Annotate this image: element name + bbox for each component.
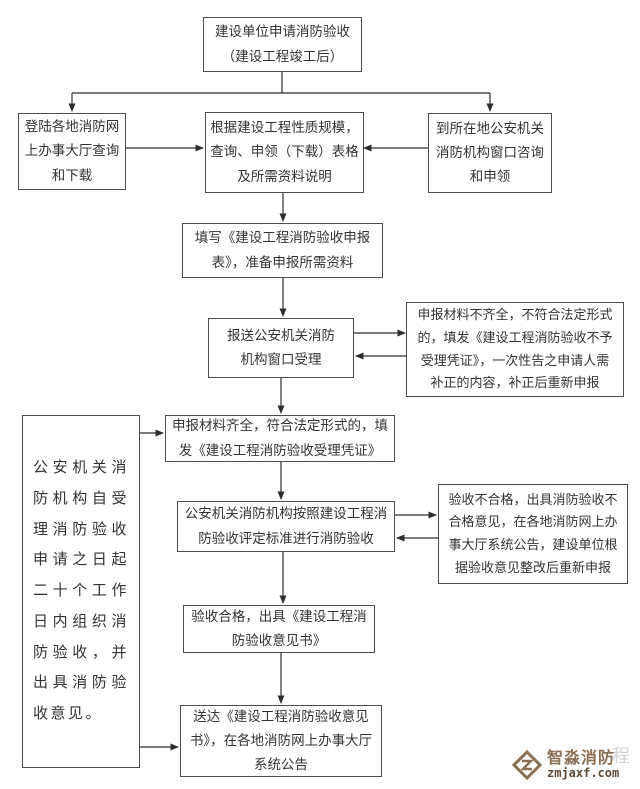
watermark: 智淼消防 zmjaxf.com <box>512 744 636 786</box>
node-deliver-opinion: 送达《建设工程消防验收意见 书》，在各地消防网上办事大厅 系统公告 <box>180 705 382 777</box>
node-fill-declaration-form: 填写《建设工程消防验收申报 表》，准备申报所需资料 <box>182 223 383 278</box>
node-get-forms-materials: 根据建设工程性质规模， 查询、申领（下载）表格 及所需资料说明 <box>205 112 364 193</box>
node-materials-complete: 申报材料齐全，符合法定形式的，填 发《建设工程消防验收受理凭证》 <box>165 415 395 462</box>
node-inspection-failed: 验收不合格，出具消防验收不 合格意见，在各地消防网上办 事大厅系统公告，建设单位… <box>438 484 628 584</box>
node-inspection-passed: 验收合格，出具《建设工程消 防验收意见书》 <box>183 605 375 653</box>
watermark-brand-text: 智淼消防 <box>547 749 616 767</box>
node-counter-consult: 到所在地公安机关 消防机构窗口咨询 和申领 <box>428 113 552 193</box>
node-materials-incomplete: 申报材料不齐全，不符合法定形式 的，填发《建设工程消防验收不予 受理凭证》，一次… <box>406 302 624 397</box>
node-twenty-day-note: 公安机关消防机构自受理消防验收申请之日起二十个工作日内组织消防验收，并出具消防验… <box>22 415 140 768</box>
node-conduct-inspection: 公安机关消防机构按照建设工程消 防验收评定标准进行消防验收 <box>177 501 395 552</box>
node-submit-to-window: 报送公安机关消防 机构窗口受理 <box>208 318 354 378</box>
node-apply-acceptance: 建设单位申请消防验收 （建设工程竣工后） <box>203 17 362 72</box>
watermark-url-text: zmjaxf.com <box>547 766 620 781</box>
ghost-watermark-text: 程 <box>612 746 630 766</box>
zhimiao-logo-icon <box>512 750 542 780</box>
node-online-hall-download: 登陆各地消防网 上办事大厅查询 和下载 <box>18 113 126 190</box>
